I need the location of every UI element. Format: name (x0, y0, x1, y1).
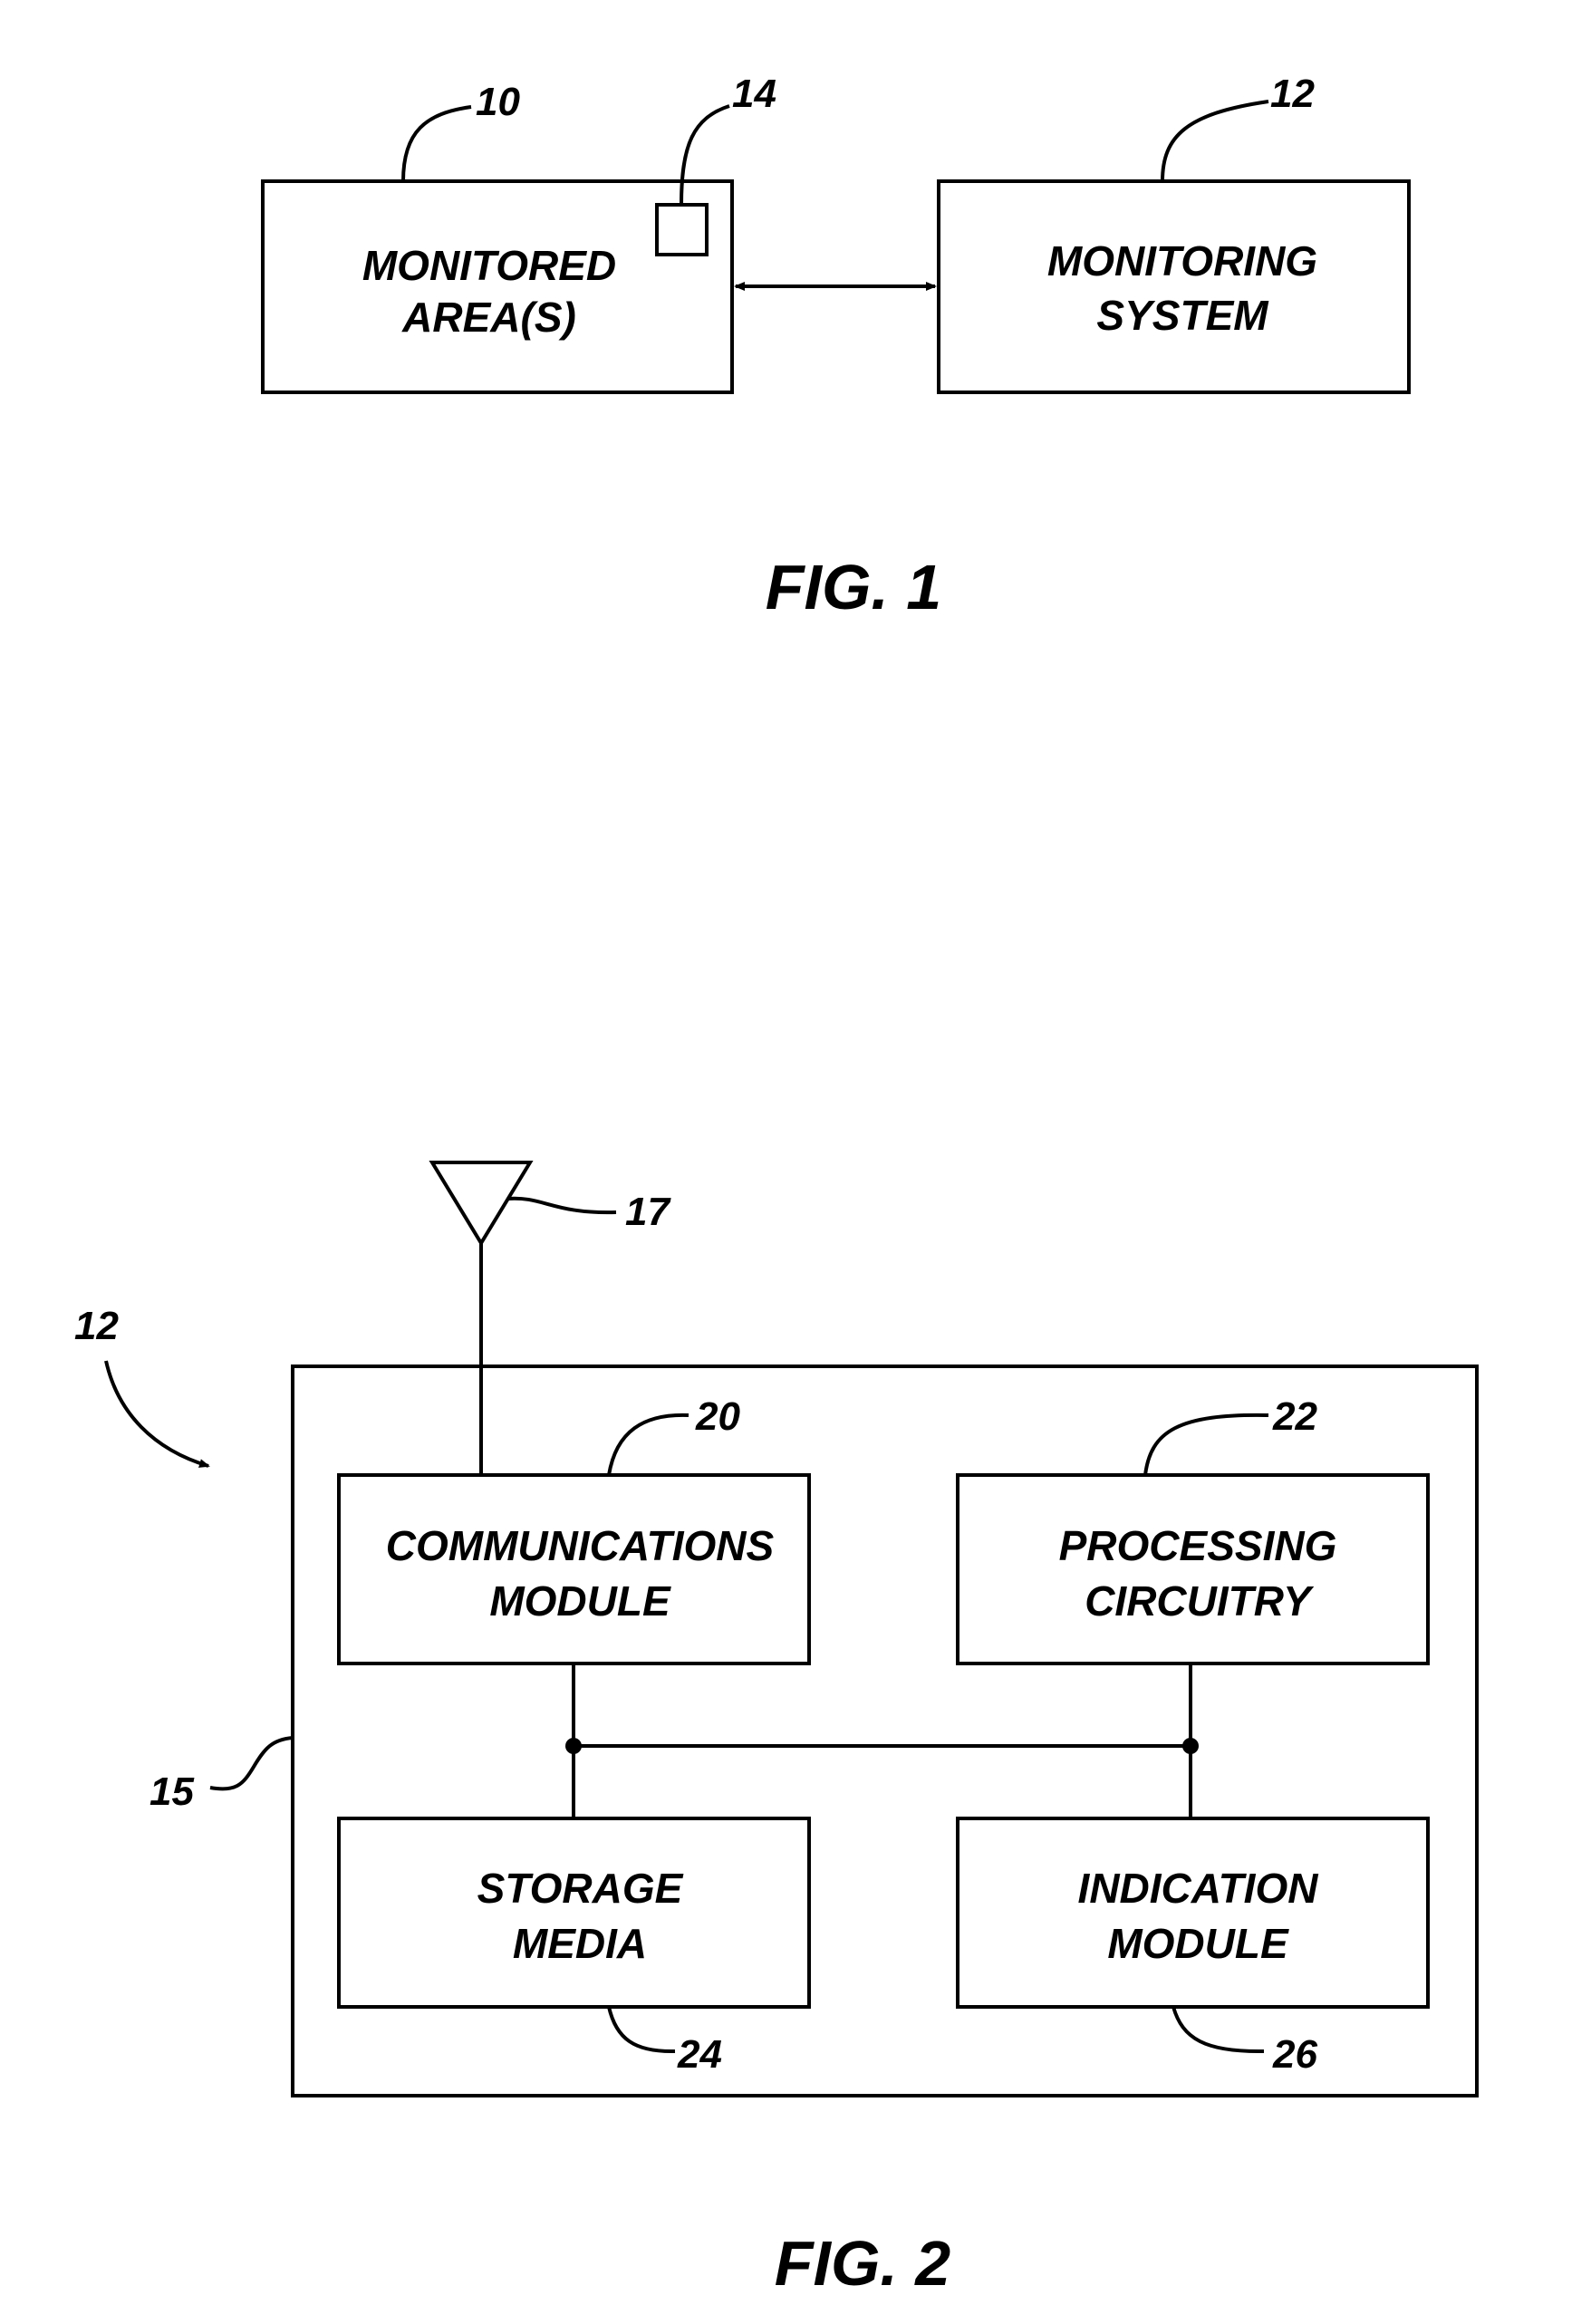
ref-numeral-14: 14 (732, 72, 776, 116)
ref-numeral-10: 10 (476, 80, 520, 124)
figure-2-caption: FIG. 2 (775, 2228, 951, 2299)
processing-circuitry-label-line2: CIRCUITRY (1085, 1577, 1315, 1625)
leader-line-26 (1172, 2006, 1265, 2054)
ref-numeral-17: 17 (625, 1190, 671, 1234)
monitored-area-label-line2: AREA(S) (401, 294, 576, 341)
leader-line-20 (607, 1413, 689, 1476)
ref-numeral-20: 20 (695, 1394, 740, 1439)
housing-box (291, 1365, 1479, 2097)
sensor-square (655, 203, 709, 256)
figure-1-caption: FIG. 1 (766, 552, 941, 622)
figure-2: 17 12 15 COMMUNICATIONS MODULE 20 PROCES… (74, 1161, 1479, 2299)
leader-line-24 (607, 2006, 676, 2054)
communications-module-box (337, 1473, 811, 1665)
monitoring-system-box (937, 179, 1411, 394)
antenna-symbol (429, 1161, 534, 1247)
monitoring-system-label-line2: SYSTEM (1096, 292, 1269, 339)
indication-module-label-line1: INDICATION (1078, 1865, 1319, 1912)
ref-numeral-12-fig2: 12 (74, 1304, 119, 1348)
processing-circuitry-label-line1: PROCESSING (1059, 1522, 1337, 1569)
communications-module-label-line1: COMMUNICATIONS (386, 1522, 775, 1569)
ref-numeral-24: 24 (677, 2032, 722, 2077)
ref-numeral-26: 26 (1272, 2032, 1317, 2077)
system-pointer-arrow (104, 1360, 210, 1468)
monitored-area-box (261, 179, 734, 394)
leader-line-17 (506, 1196, 617, 1215)
storage-media-box (337, 1817, 811, 2009)
bus-junction-right (1182, 1738, 1199, 1754)
indication-module-label-line2: MODULE (1107, 1920, 1289, 1967)
monitored-area-label-line1: MONITORED (362, 242, 616, 289)
communications-module-label-line2: MODULE (489, 1577, 671, 1625)
storage-media-label-line1: STORAGE (477, 1865, 684, 1912)
leader-line-15 (209, 1736, 294, 1791)
leader-line-12 (1161, 100, 1269, 182)
ref-numeral-15: 15 (149, 1770, 194, 1814)
leader-line-14 (680, 104, 730, 206)
bus-junction-left (565, 1738, 582, 1754)
indication-module-box (956, 1817, 1430, 2009)
leader-line-22 (1143, 1413, 1269, 1476)
storage-media-label-line2: MEDIA (513, 1920, 647, 1967)
processing-circuitry-box (956, 1473, 1430, 1665)
figure-1: MONITORED AREA(S) MONITORING SYSTEM 10 1… (261, 72, 1411, 622)
leader-line-10 (401, 105, 472, 182)
ref-numeral-22: 22 (1272, 1394, 1317, 1439)
monitoring-system-label-line1: MONITORING (1047, 237, 1317, 284)
ref-numeral-12-fig1: 12 (1270, 72, 1315, 116)
